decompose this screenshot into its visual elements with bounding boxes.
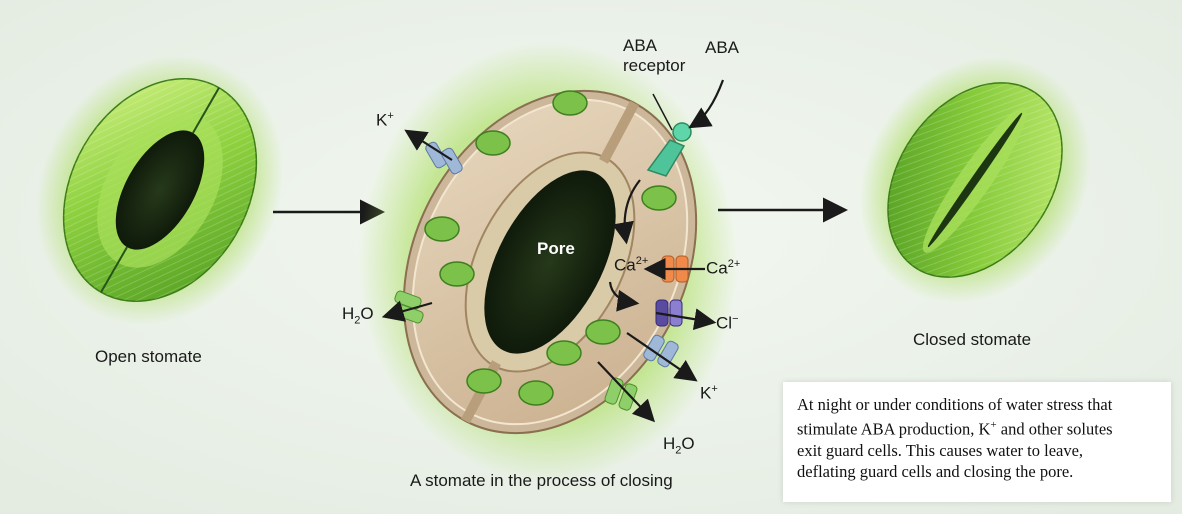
closing-stomate-label: A stomate in the process of closing <box>410 471 673 491</box>
potassium-label-right-symbol: K <box>700 384 711 403</box>
pore-label: Pore <box>537 239 575 259</box>
potassium-label-left: K+ <box>376 110 394 131</box>
water-label-left-o: O <box>360 304 373 323</box>
aba-receptor-label-line2: receptor <box>623 56 685 75</box>
calcium-label-outside-charge: 2+ <box>728 258 741 270</box>
potassium-label-left-symbol: K <box>376 111 387 130</box>
potassium-label-left-charge: + <box>387 110 393 122</box>
closed-stomate-label: Closed stomate <box>913 330 1031 350</box>
calcium-label-inside-charge: 2+ <box>636 255 649 267</box>
calcium-label-inside: Ca2+ <box>614 255 648 276</box>
calcium-label-outside: Ca2+ <box>706 258 740 279</box>
chloride-label-charge: − <box>732 313 738 325</box>
water-label-bottom-h: H <box>663 434 675 453</box>
water-label-left: H2O <box>342 304 374 326</box>
aba-receptor-label-line1: ABA <box>623 36 657 55</box>
caption-box: At night or under conditions of water st… <box>783 382 1171 502</box>
chloride-label-symbol: Cl <box>716 314 732 333</box>
caption-line-3: exit guard cells. This causes water to l… <box>797 440 1157 461</box>
potassium-label-right: K+ <box>700 383 718 404</box>
caption-line-4: deflating guard cells and closing the po… <box>797 461 1157 482</box>
water-label-bottom: H2O <box>663 434 695 456</box>
caption-line-1: At night or under conditions of water st… <box>797 394 1157 415</box>
water-label-bottom-o: O <box>681 434 694 453</box>
calcium-label-inside-symbol: Ca <box>614 256 636 275</box>
caption-line-2-pre: stimulate ABA production, K <box>797 420 990 439</box>
caption-line-2: stimulate ABA production, K+ and other s… <box>797 415 1157 440</box>
aba-receptor-label: ABA receptor <box>623 36 685 76</box>
caption-line-2-post: and other solutes <box>997 420 1113 439</box>
water-label-left-h: H <box>342 304 354 323</box>
potassium-label-right-charge: + <box>711 383 717 395</box>
aba-label: ABA <box>705 38 739 58</box>
open-stomate-label: Open stomate <box>95 347 202 367</box>
chloride-label: Cl− <box>716 313 739 334</box>
calcium-label-outside-symbol: Ca <box>706 259 728 278</box>
